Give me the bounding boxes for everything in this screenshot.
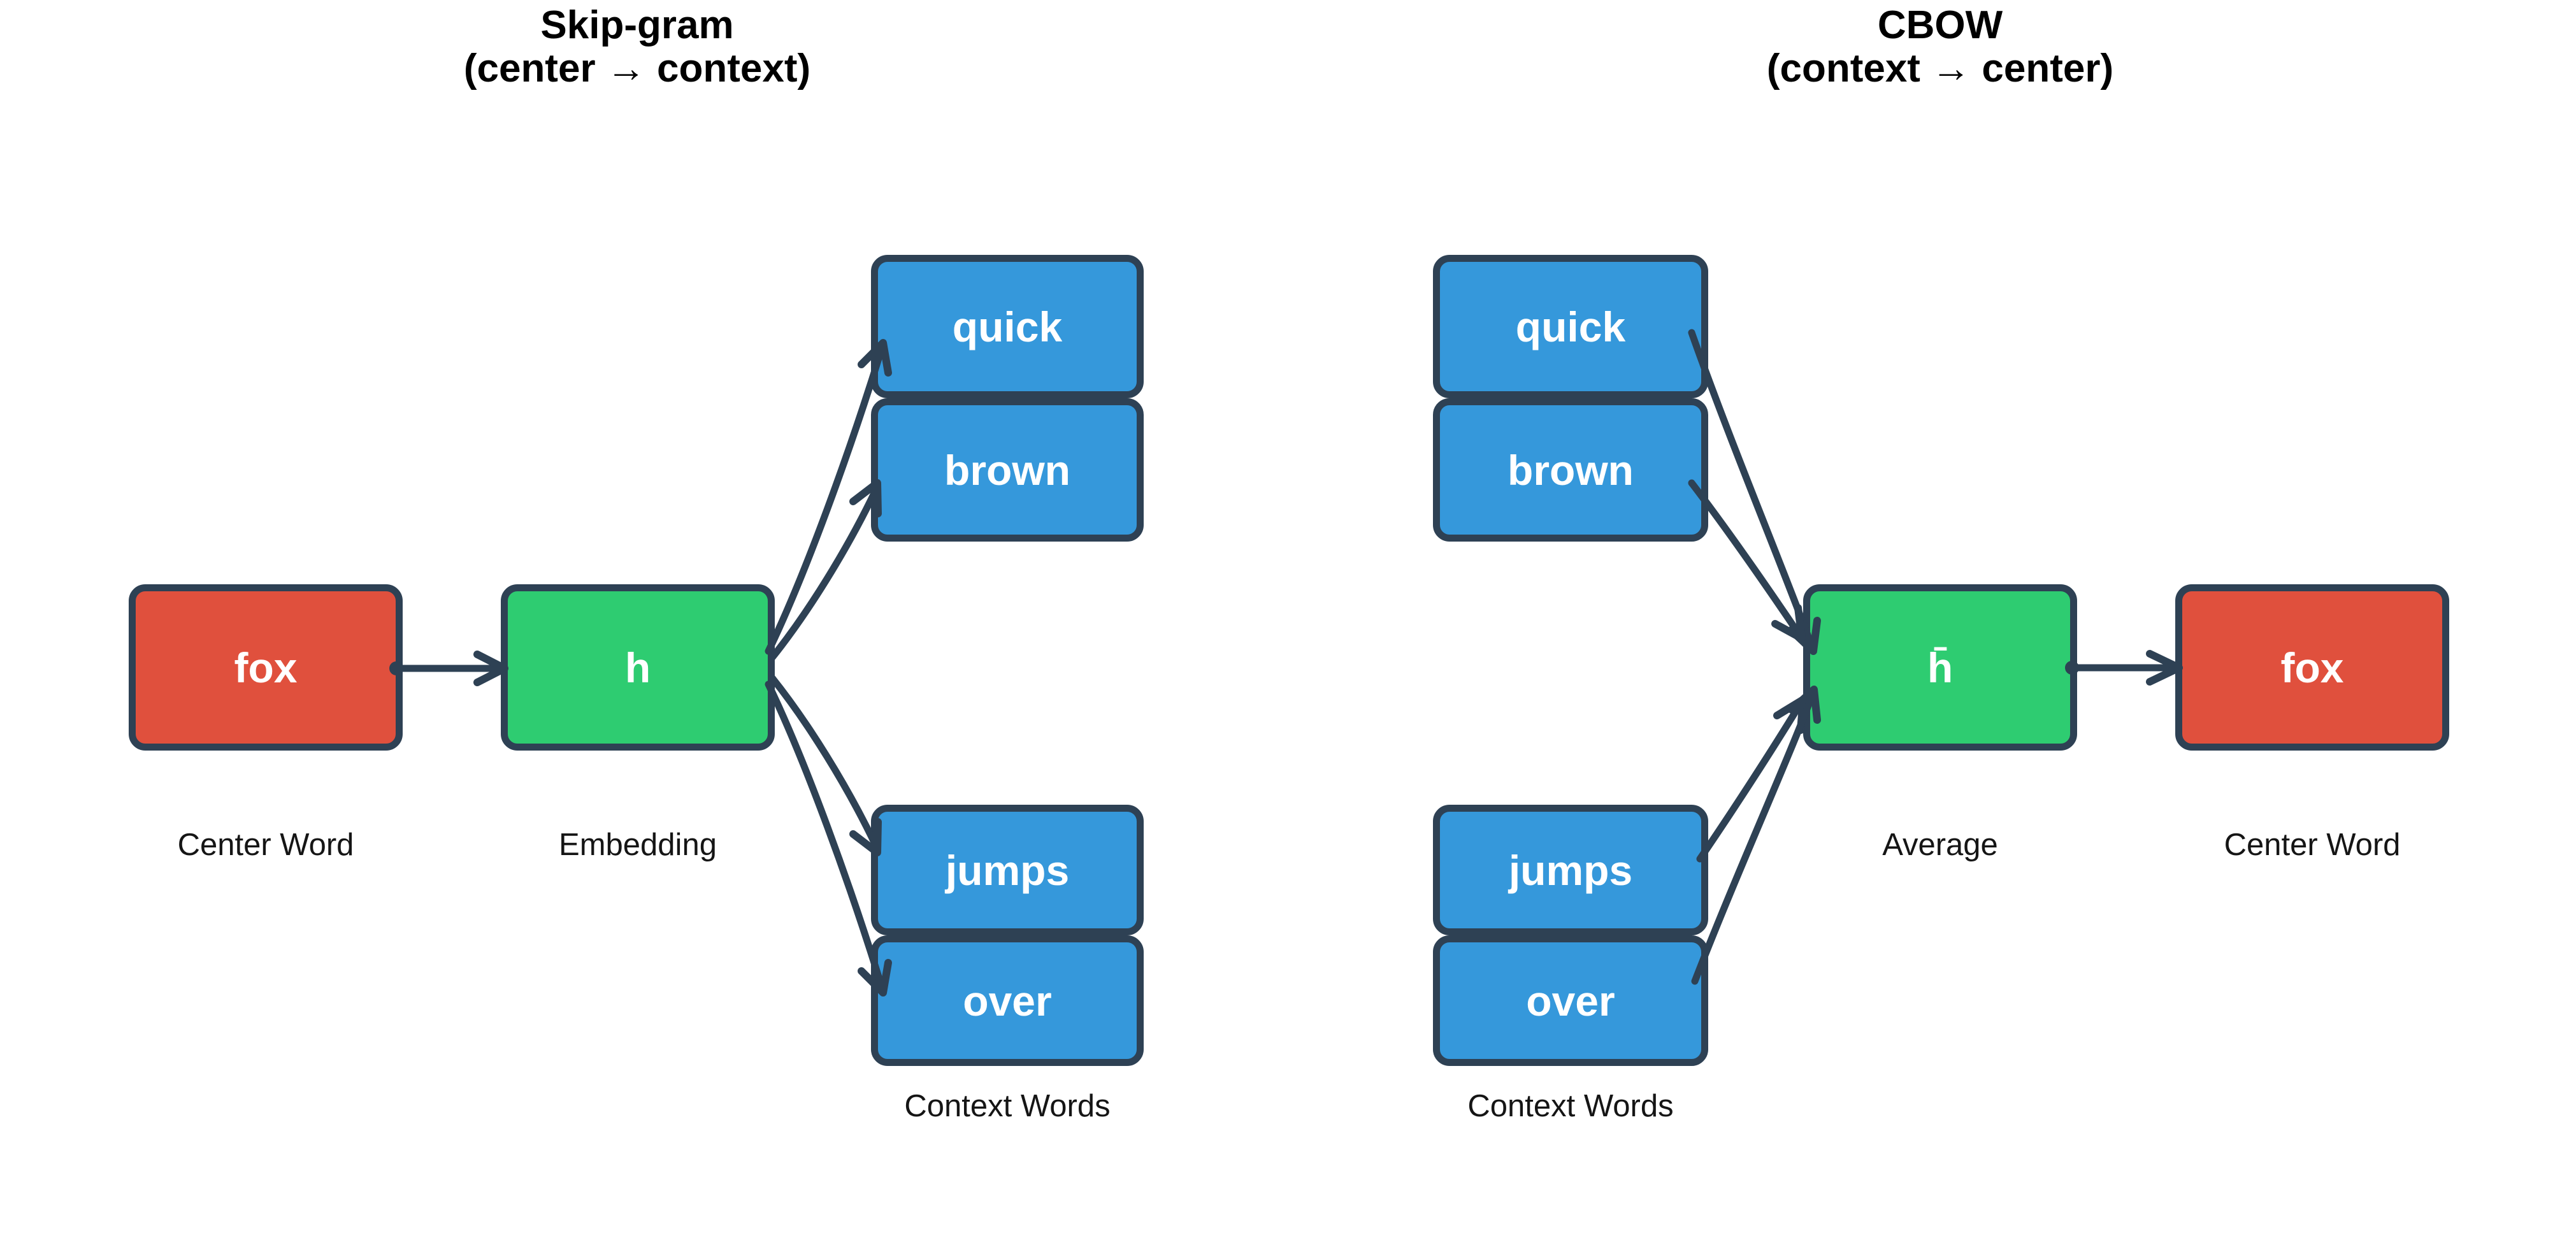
node-context-over-right-text: over [1526, 977, 1615, 1025]
arrow-quick-to-hbar [1688, 329, 1815, 647]
node-context-brown-right: brown [1433, 398, 1708, 542]
title-skipgram-line2: (center → context) [463, 47, 811, 90]
arrow-h-to-jumps [768, 674, 879, 849]
node-center-word-right-text: fox [2280, 644, 2344, 691]
node-context-quick-left-text: quick [952, 303, 1063, 350]
node-center-word-left: fox [129, 584, 403, 751]
node-context-jumps-right-text: jumps [1508, 846, 1633, 894]
title-cbow: CBOW (context → center) [1494, 4, 2386, 90]
node-embedding-h: h [501, 584, 775, 751]
node-context-quick-left: quick [871, 255, 1144, 398]
node-embedding-h-text: h [624, 644, 651, 691]
arrow-h-to-brown [768, 487, 879, 661]
node-center-word-left-text: fox [234, 644, 298, 691]
label-average: Average [1882, 828, 1998, 862]
arrow-jumps-to-hbar [1696, 700, 1804, 863]
label-context-words-left: Context Words [904, 1089, 1111, 1123]
node-context-quick-right: quick [1433, 255, 1708, 398]
label-embedding: Embedding [559, 828, 717, 862]
node-average-hbar-text: h̄ [1927, 644, 1954, 691]
label-context-words-right: Context Words [1467, 1089, 1674, 1123]
node-average-hbar: h̄ [1803, 584, 2077, 751]
arrow-brown-to-hbar-head [1771, 604, 1806, 642]
node-context-over-left: over [871, 935, 1144, 1066]
title-cbow-line2: (context → center) [1766, 47, 2114, 90]
node-context-jumps-right: jumps [1433, 805, 1708, 935]
node-context-quick-right-text: quick [1515, 303, 1626, 350]
node-context-brown-right-text: brown [1507, 446, 1634, 494]
node-context-brown-left: brown [871, 398, 1144, 542]
node-context-jumps-left: jumps [871, 805, 1144, 935]
node-context-jumps-left-text: jumps [945, 846, 1070, 894]
title-skipgram-line1: Skip-gram [540, 3, 734, 47]
arrow-h-to-quick [765, 347, 885, 655]
arrow-h-to-over [765, 680, 885, 989]
node-context-over-right: over [1433, 935, 1708, 1066]
node-center-word-right: fox [2175, 584, 2449, 751]
title-skipgram: Skip-gram (center → context) [191, 4, 1083, 90]
label-center-word-left: Center Word [177, 828, 354, 862]
arrow-jumps-to-hbar-head [1773, 696, 1807, 734]
node-context-brown-left-text: brown [944, 446, 1070, 494]
title-cbow-line1: CBOW [1877, 3, 2003, 47]
arrow-over-to-hbar [1691, 692, 1816, 985]
label-center-word-right: Center Word [2224, 828, 2401, 862]
node-context-over-left-text: over [963, 977, 1052, 1025]
